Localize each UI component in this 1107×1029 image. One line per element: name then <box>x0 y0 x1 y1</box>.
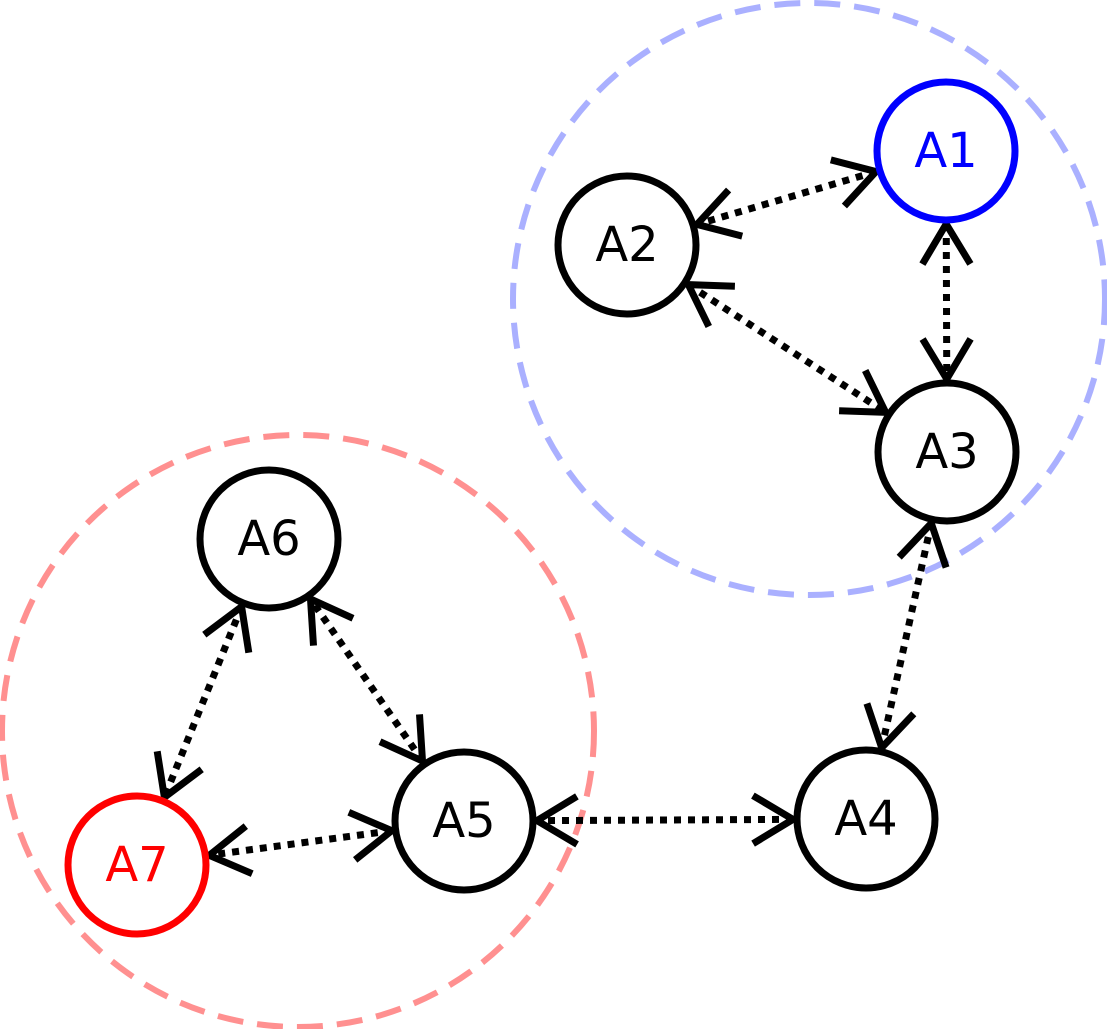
node-circle <box>874 379 1020 525</box>
arrowhead-a7 <box>202 823 254 877</box>
edge-line <box>942 223 951 380</box>
arrowhead-a7 <box>153 750 204 804</box>
arrowhead-a3 <box>896 516 950 569</box>
arrowhead-a5 <box>530 793 579 848</box>
arrowhead-a3 <box>838 368 892 417</box>
node-label: A1 <box>914 123 977 179</box>
node-a6: A6 <box>196 466 342 612</box>
arrowhead-a4 <box>751 792 800 847</box>
edge-a5-a6 <box>306 593 427 767</box>
edge-a4-a5 <box>530 792 800 848</box>
cluster-blue-boundary <box>510 0 1107 598</box>
node-circle <box>554 172 700 318</box>
node-a2: A2 <box>554 172 700 318</box>
arrowhead-a6 <box>306 593 355 646</box>
edge-a1-a3 <box>919 217 974 386</box>
node-a7: A7 <box>64 792 210 938</box>
node-label: A5 <box>432 793 495 849</box>
node-a1: A1 <box>873 78 1019 224</box>
edge-line <box>696 168 877 228</box>
node-label: A2 <box>595 217 658 273</box>
edge-line <box>208 827 393 859</box>
arrowhead-a1 <box>919 217 974 266</box>
node-circle <box>391 748 537 894</box>
edge-a2-a3 <box>682 280 892 417</box>
edge-line <box>686 281 888 416</box>
node-label: A3 <box>915 424 978 480</box>
arrowhead-a2 <box>690 187 744 240</box>
arrowhead-a5 <box>378 714 427 767</box>
arrowhead-a5 <box>347 809 399 863</box>
node-a5: A5 <box>391 748 537 894</box>
node-label: A4 <box>834 791 897 847</box>
arrowhead-a3 <box>919 337 974 386</box>
edge-a1-a2 <box>690 156 883 240</box>
node-circle <box>196 466 342 612</box>
edge-line <box>878 522 935 749</box>
edge-line <box>307 597 426 763</box>
node-circle <box>64 792 210 938</box>
cluster-red-boundary <box>0 432 597 1029</box>
arrowhead-a4 <box>863 702 917 755</box>
node-circle <box>873 78 1019 224</box>
node-a3: A3 <box>874 379 1020 525</box>
arrowhead-a1 <box>829 156 883 209</box>
edge-a3-a4 <box>863 516 950 755</box>
edge-line <box>161 605 245 799</box>
edge-a5-a7 <box>202 809 399 877</box>
node-circle <box>793 746 939 892</box>
node-label: A7 <box>105 837 168 893</box>
node-label: A6 <box>237 511 300 567</box>
arrowhead-a2 <box>682 280 736 329</box>
arrowhead-a6 <box>202 600 253 654</box>
node-a4: A4 <box>793 746 939 892</box>
edge-a6-a7 <box>153 600 253 804</box>
edges-layer <box>153 156 974 877</box>
edge-line <box>536 815 794 825</box>
